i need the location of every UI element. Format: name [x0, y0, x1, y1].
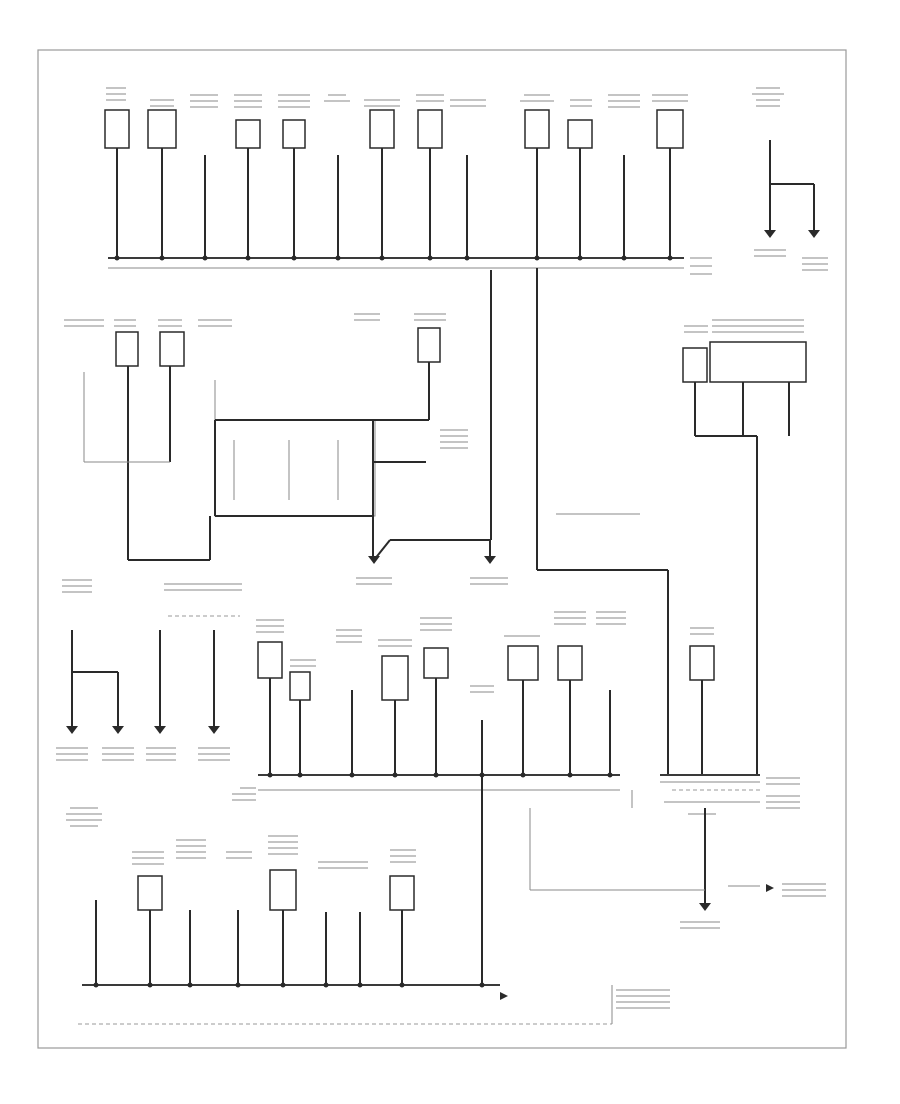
diagram-border — [37, 49, 847, 1049]
component-box — [235, 119, 261, 149]
component-box — [269, 869, 297, 911]
component-box — [137, 875, 163, 911]
component-box — [104, 109, 130, 149]
lower-left-ground-groups — [56, 579, 242, 761]
component-box — [417, 109, 443, 149]
component-box — [682, 347, 708, 383]
top-component-row — [104, 87, 784, 275]
bottom-section — [66, 807, 670, 1025]
component-box — [507, 645, 539, 681]
component-box — [557, 645, 583, 681]
component-box — [423, 647, 449, 679]
component-box — [381, 655, 409, 701]
component-box — [115, 331, 139, 367]
component-box — [417, 327, 441, 363]
component-box — [147, 109, 177, 149]
middle-left-section — [64, 270, 640, 585]
component-box — [282, 119, 306, 149]
right-vertical-feed — [536, 268, 669, 775]
component-box — [257, 641, 283, 679]
component-box — [159, 331, 185, 367]
relay-block — [214, 419, 376, 517]
lower-middle-section — [232, 611, 715, 985]
component-box — [389, 875, 415, 911]
top-right-ground-group — [754, 140, 828, 271]
component-box — [689, 645, 715, 681]
component-box — [369, 109, 395, 149]
component-box — [567, 119, 593, 149]
component-box — [524, 109, 550, 149]
right-splice-region — [529, 774, 826, 929]
component-box — [709, 341, 807, 383]
component-box — [289, 671, 311, 701]
component-box — [656, 109, 684, 149]
middle-right-section — [682, 319, 807, 775]
